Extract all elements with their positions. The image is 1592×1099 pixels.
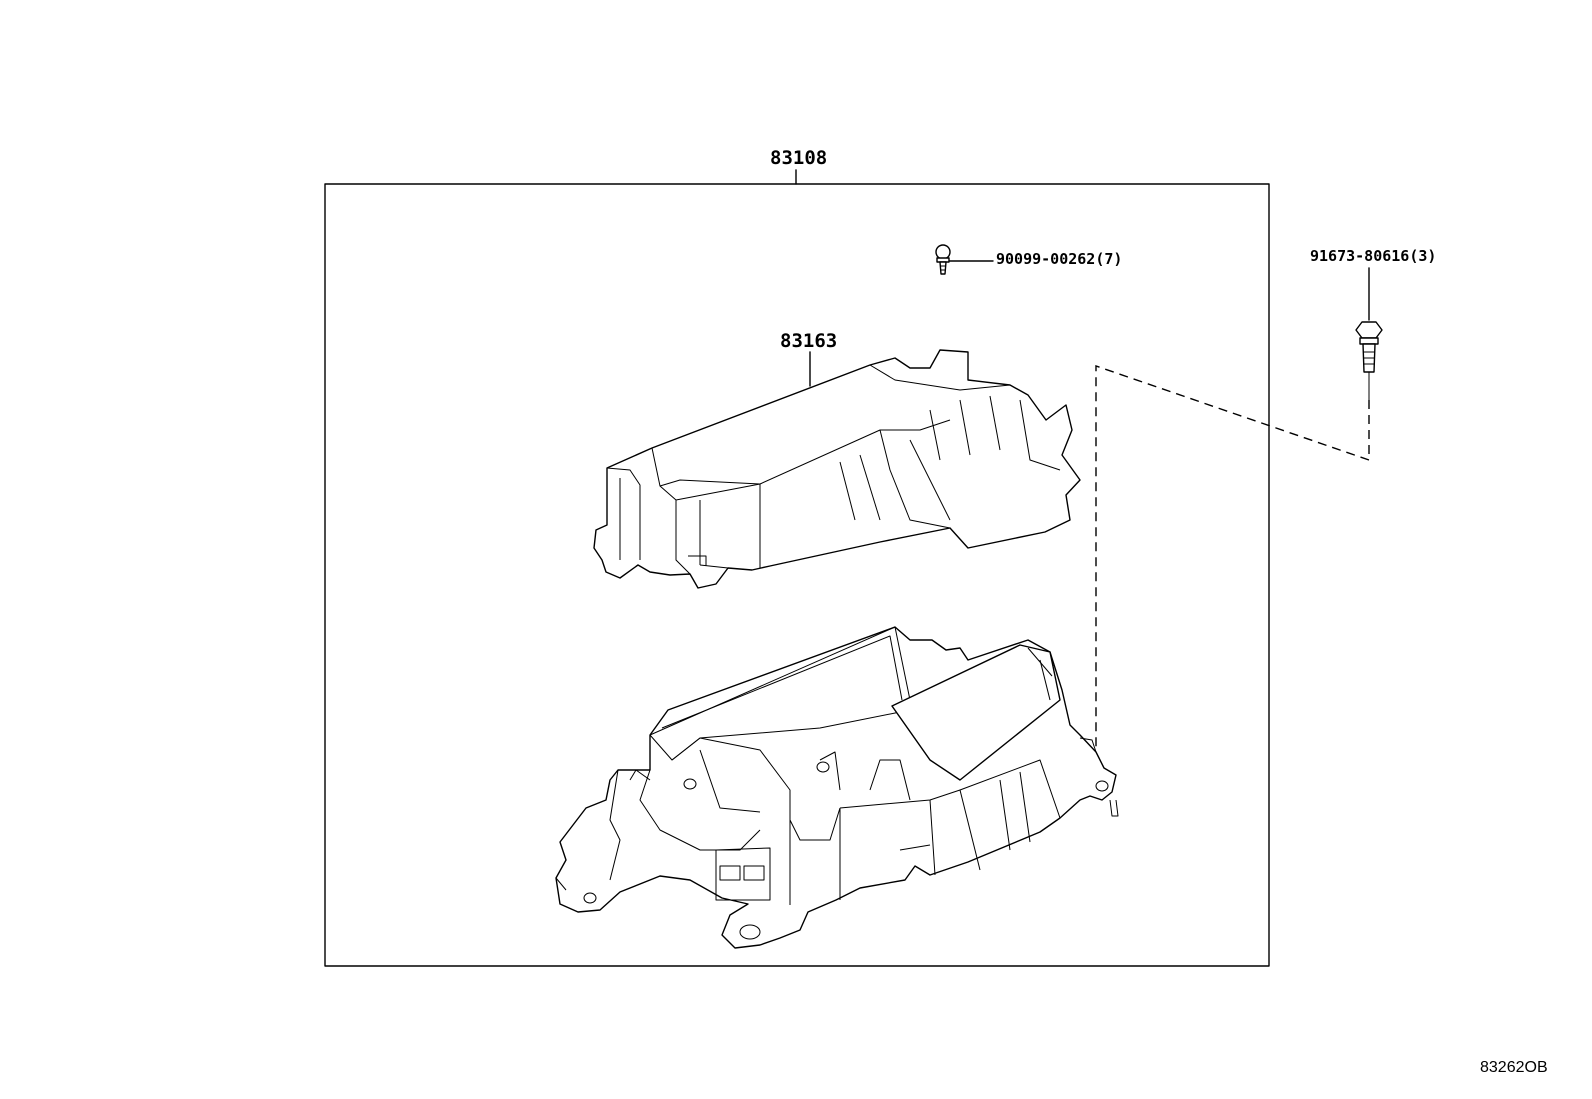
diagram-reference-code: 83262OB — [1480, 1059, 1548, 1076]
cover-part-number: 83163 — [780, 330, 838, 352]
install-dash-line — [1095, 365, 1370, 779]
assembly-frame — [324, 183, 1270, 967]
case-part — [555, 626, 1119, 949]
screw-icon — [935, 244, 994, 275]
cover-part — [593, 349, 1081, 589]
screw-part-number: 90099-00262(7) — [996, 250, 1123, 268]
bolt-icon — [1355, 267, 1383, 400]
assembly-part-number: 83108 — [770, 147, 828, 169]
bolt-part-number: 91673-80616(3) — [1310, 247, 1437, 265]
